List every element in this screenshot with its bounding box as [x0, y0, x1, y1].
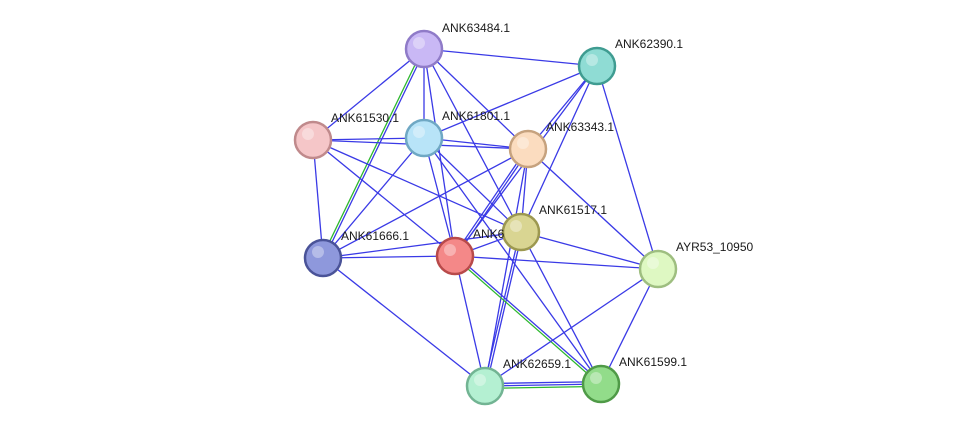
edge-ANK61530.1-ANK6 — [312, 139, 456, 257]
node-highlight — [586, 54, 598, 66]
edge-ANK63484.1-ANK61666.1 — [321, 48, 424, 258]
edge-ANK6-ANK61599.1 — [455, 254, 603, 384]
node-highlight — [474, 374, 486, 386]
edge-ANK62659.1-ANK61599.1 — [485, 385, 602, 390]
edge-ANK63484.1-ANK61530.1 — [312, 48, 425, 141]
edge-ANK61530.1-ANK61517.1 — [312, 139, 522, 233]
edge-ANK61517.1-ANK61599.1 — [520, 231, 602, 385]
node-highlight — [510, 220, 522, 232]
edge-ANK61801.1-ANK6 — [423, 137, 456, 257]
edge-ANK61517.1-ANK62659.1 — [485, 232, 523, 387]
edge-ANK63343.1-ANK62659.1 — [484, 148, 529, 387]
network-edges — [312, 48, 659, 390]
node-highlight — [590, 372, 602, 384]
node-label: ANK61599.1 — [619, 355, 687, 369]
node-circle[interactable] — [501, 212, 541, 252]
edge-ANK62390.1-ANK61801.1 — [423, 65, 598, 139]
node-circle[interactable] — [508, 129, 548, 169]
node-label: ANK63343.1 — [546, 120, 614, 134]
edge-ANK61666.1-ANK62659.1 — [322, 257, 486, 387]
node-circle[interactable] — [435, 236, 475, 276]
node-AYR53_10950[interactable]: AYR53_10950 — [638, 240, 754, 289]
edge-ANK62659.1-ANK61599.1 — [484, 383, 602, 387]
edge-AYR53_10950-ANK62659.1 — [484, 268, 659, 387]
node-ANK61666.1[interactable]: ANK61666.1 — [303, 229, 409, 278]
node-ANK62390.1[interactable]: ANK62390.1 — [577, 37, 683, 86]
node-ANK61801.1[interactable]: ANK61801.1 — [404, 109, 510, 158]
node-label: ANK62659.1 — [503, 357, 571, 371]
node-highlight — [413, 126, 425, 138]
edge-ANK61517.1-ANK62659.1 — [483, 231, 521, 386]
node-circle[interactable] — [303, 238, 343, 278]
node-ANK63343.1[interactable]: ANK63343.1 — [508, 120, 614, 169]
edge-AYR53_10950-ANK61599.1 — [600, 268, 659, 385]
node-ANK61530.1[interactable]: ANK61530.1 — [293, 111, 399, 160]
node-circle[interactable] — [577, 46, 617, 86]
edge-ANK61801.1-ANK61666.1 — [322, 137, 425, 259]
edge-ANK62390.1-AYR53_10950 — [596, 65, 659, 270]
node-circle[interactable] — [293, 120, 333, 160]
edge-ANK63484.1-ANK61666.1 — [323, 49, 426, 259]
node-highlight — [647, 257, 659, 269]
node-highlight — [517, 137, 529, 149]
edge-ANK63343.1-AYR53_10950 — [527, 148, 659, 270]
edge-ANK61666.1-ANK6 — [322, 255, 456, 259]
node-label: ANK61517.1 — [539, 203, 607, 217]
node-circle[interactable] — [404, 118, 444, 158]
node-circle[interactable] — [638, 249, 678, 289]
node-label: ANK63484.1 — [442, 21, 510, 35]
edge-ANK6-ANK62659.1 — [454, 255, 486, 387]
node-label: ANK61666.1 — [341, 229, 409, 243]
edge-ANK61666.1-ANK61517.1 — [322, 231, 522, 259]
node-highlight — [444, 244, 456, 256]
node-highlight — [312, 246, 324, 258]
edge-ANK63484.1-ANK62390.1 — [423, 48, 598, 67]
edge-ANK61517.1-AYR53_10950 — [520, 231, 659, 270]
edge-ANK6-ANK61599.1 — [453, 256, 601, 386]
node-circle[interactable] — [465, 366, 505, 406]
edge-ANK63343.1-ANK61666.1 — [322, 148, 529, 259]
node-ANK6[interactable]: ANK6 — [435, 227, 505, 276]
edge-ANK62390.1-ANK61517.1 — [520, 65, 598, 233]
edge-ANK63343.1-ANK6 — [453, 147, 528, 256]
node-label: AYR53_10950 — [676, 240, 754, 254]
node-highlight — [302, 128, 314, 140]
node-label: ANK61801.1 — [442, 109, 510, 123]
node-ANK62659.1[interactable]: ANK62659.1 — [465, 357, 571, 406]
edge-ANK63484.1-ANK63343.1 — [423, 48, 529, 150]
edge-ANK61801.1-ANK61517.1 — [423, 137, 522, 233]
node-label: ANK6 — [473, 227, 505, 241]
node-ANK61599.1[interactable]: ANK61599.1 — [581, 355, 687, 404]
edge-ANK61530.1-ANK61666.1 — [312, 139, 324, 259]
node-ANK61517.1[interactable]: ANK61517.1 — [501, 203, 607, 252]
node-label: ANK62390.1 — [615, 37, 683, 51]
node-highlight — [413, 37, 425, 49]
edge-ANK62659.1-ANK61599.1 — [484, 380, 601, 385]
edge-ANK6-AYR53_10950 — [454, 255, 659, 270]
node-circle[interactable] — [404, 29, 444, 69]
node-circle[interactable] — [581, 364, 621, 404]
node-ANK63484.1[interactable]: ANK63484.1 — [404, 21, 510, 69]
edge-ANK63484.1-ANK61517.1 — [423, 48, 522, 233]
node-label: ANK61530.1 — [331, 111, 399, 125]
